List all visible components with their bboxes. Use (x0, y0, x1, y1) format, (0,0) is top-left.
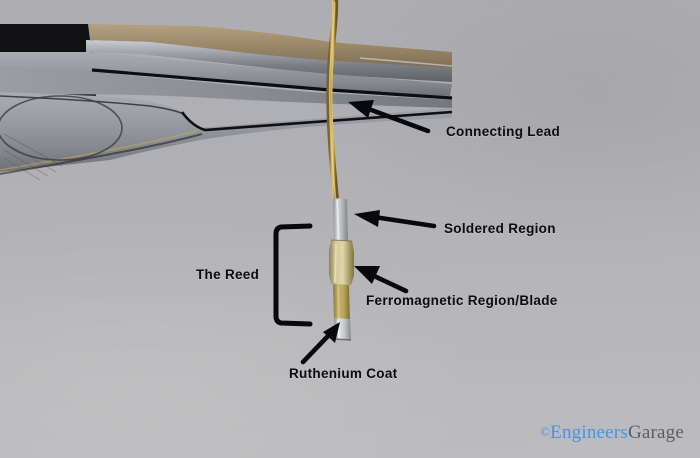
blade-shank (333, 284, 350, 322)
label-soldered-region: Soldered Region (444, 221, 556, 236)
pliers-jaw-seam (91, 68, 453, 100)
soldered-region-arrow (354, 210, 437, 229)
ruthenium-highlight (337, 319, 340, 339)
pliers-bottom-edge (0, 133, 203, 175)
pliers-grip-texture (3, 133, 63, 181)
connecting-lead-highlight (328, 1, 337, 199)
pliers-body (0, 52, 452, 96)
label-ferromagnetic-region: Ferromagnetic Region/Blade (366, 293, 558, 308)
watermark-engineersgarage: ©EngineersGarage (540, 422, 684, 444)
label-the-reed: The Reed (196, 267, 260, 282)
watermark-brand-first: Engineers (550, 422, 628, 443)
ruthenium-coat-arrow (300, 322, 340, 365)
pliers-jaw-shine (86, 40, 452, 82)
the-reed-bracket (273, 223, 313, 327)
watermark-brand-second: Garage (627, 422, 684, 443)
pliers-lower-jaw (0, 70, 452, 108)
long-nose-pliers (0, 24, 453, 181)
ferromagnetic-top-edge (330, 239, 353, 242)
ferromagnetic-region-part (329, 240, 354, 285)
connecting-lead-arrow (348, 100, 431, 134)
pliers-tip-highlight (359, 57, 453, 67)
pliers-joint-outline (180, 110, 453, 132)
reed-bottom-edge (333, 338, 352, 341)
label-connecting-lead: Connecting Lead (446, 124, 561, 139)
watermark-copyright-icon: © (540, 424, 551, 439)
pliers-grip-oval (0, 95, 123, 161)
soldered-region-highlight (336, 199, 340, 243)
pliers-bottom-highlight (0, 129, 201, 171)
ferromagnetic-highlight (334, 243, 337, 283)
pliers-upper-jaw (88, 24, 452, 68)
label-ruthenium-coat: Ruthenium Coat (289, 366, 398, 381)
soldered-region-part (333, 198, 348, 243)
ferromagnetic-arrow (354, 266, 409, 294)
blade-shank-highlight (337, 285, 340, 321)
